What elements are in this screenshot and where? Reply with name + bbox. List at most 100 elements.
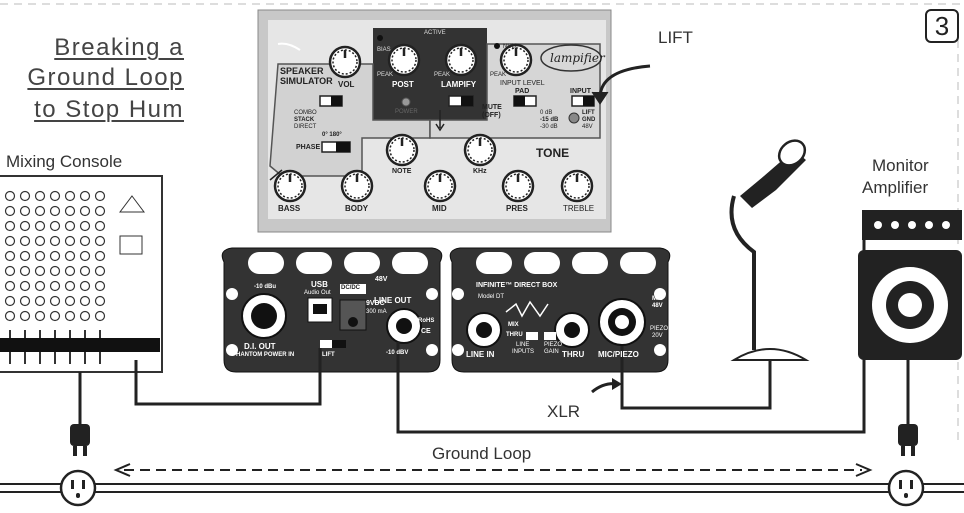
khz-label: KHz xyxy=(473,168,487,175)
thru-label: THRU xyxy=(562,350,584,359)
pres-knob[interactable] xyxy=(503,171,533,201)
body-label: BODY xyxy=(345,204,368,213)
gnd-led xyxy=(569,113,579,123)
console-knob xyxy=(66,207,75,216)
screw-icon xyxy=(452,344,464,356)
console-knob xyxy=(6,267,15,276)
dc-jack-inner xyxy=(348,317,358,327)
console-knob xyxy=(96,297,105,306)
console-knob xyxy=(6,207,15,216)
console-knob xyxy=(21,207,30,216)
di2-slot xyxy=(524,252,560,274)
di1-slot xyxy=(392,252,428,274)
console-knob xyxy=(66,282,75,291)
console-faders xyxy=(0,338,160,352)
console-knob xyxy=(81,222,90,231)
console-knob xyxy=(66,237,75,246)
note-knob[interactable] xyxy=(387,135,417,165)
console-knob xyxy=(36,252,45,261)
console-knob xyxy=(36,282,45,291)
di2-brand: INFINITE™ DIRECT BOX xyxy=(476,282,557,289)
title-line-1: Breaking a xyxy=(18,34,184,62)
input-level-label: INPUT LEVEL xyxy=(500,80,545,87)
lampify-knob[interactable] xyxy=(446,45,476,75)
console-knob xyxy=(96,237,105,246)
treble-knob[interactable] xyxy=(562,171,592,201)
console-knob xyxy=(51,222,60,231)
body-knob[interactable] xyxy=(342,171,372,201)
console-knob xyxy=(66,222,75,231)
vol-label: VOL xyxy=(338,80,354,89)
console-knob xyxy=(66,312,75,321)
console-knob xyxy=(96,282,105,291)
thru-jack-inner xyxy=(564,322,580,338)
console-knob xyxy=(6,237,15,246)
console-knob xyxy=(51,207,60,216)
line-in-label: LINE IN xyxy=(466,350,494,359)
console-knob xyxy=(6,222,15,231)
screw-icon xyxy=(426,344,438,356)
null-led xyxy=(494,43,500,49)
plug-icon xyxy=(898,424,918,456)
pres-label: PRES xyxy=(506,204,528,213)
mid-knob[interactable] xyxy=(425,171,455,201)
speaker-sim-label: SPEAKER xyxy=(280,66,324,76)
console-knob xyxy=(66,252,75,261)
console-knob xyxy=(81,312,90,321)
di2-slot xyxy=(476,252,512,274)
mic-piezo-center xyxy=(615,315,629,329)
console-knob xyxy=(36,312,45,321)
usb-label: USB xyxy=(311,280,328,289)
console-knob xyxy=(21,282,30,291)
console-knob xyxy=(21,192,30,201)
speaker-sim-label-2: SIMULATOR xyxy=(280,76,333,86)
combo-switch-knob xyxy=(331,96,342,106)
amp-knob xyxy=(891,221,899,229)
power-label: POWER xyxy=(395,109,418,115)
ce-label: CE xyxy=(421,328,431,335)
console-knob xyxy=(51,312,60,321)
di2-mix: MIX xyxy=(508,322,519,328)
di2-model: Model DT xyxy=(478,294,504,300)
mic48-label-2: 48V xyxy=(652,303,663,309)
mute-switch-knob xyxy=(461,96,473,106)
console-knob xyxy=(21,222,30,231)
mic-stand xyxy=(732,196,755,350)
tone-label: TONE xyxy=(536,146,569,160)
active-label: ACTIVE xyxy=(424,30,446,36)
gain-switch[interactable] xyxy=(544,332,556,340)
48v-label: 48V xyxy=(375,276,387,283)
power-line xyxy=(0,484,964,492)
mic48-label: MIC xyxy=(652,296,663,302)
outlet-icon xyxy=(61,471,95,505)
treble-label: TREBLE xyxy=(563,204,594,213)
piezo-label: PIEZO xyxy=(650,326,668,332)
300ma-text: 300 mA xyxy=(366,309,387,315)
ground-loop-label: Ground Loop xyxy=(432,444,531,464)
console-knob xyxy=(21,237,30,246)
pad-30db: -30 dB xyxy=(540,124,558,130)
rohs-label: RoHS xyxy=(418,318,434,324)
mute-label: MUTE xyxy=(482,104,502,111)
di2-line-inputs-2: INPUTS xyxy=(512,349,534,355)
vol-knob[interactable] xyxy=(330,47,360,77)
mix-switch[interactable] xyxy=(526,332,538,340)
console-knob xyxy=(36,207,45,216)
di1-xlr-inner xyxy=(251,303,277,329)
di1-level: -10 dBu xyxy=(254,284,276,290)
mixing-console-label: Mixing Console xyxy=(6,152,122,172)
lift-switch-knob xyxy=(332,340,346,348)
di1-lift: LIFT xyxy=(322,352,335,358)
khz-knob[interactable] xyxy=(465,135,495,165)
di1-slot xyxy=(248,252,284,274)
xlr-callout: XLR xyxy=(547,402,580,422)
console-knob xyxy=(81,297,90,306)
console-knob xyxy=(51,267,60,276)
di2-piezo-gain-2: GAIN xyxy=(544,349,559,355)
bias-label: BIAS xyxy=(377,47,391,53)
post-knob[interactable] xyxy=(389,45,419,75)
arrow-right-icon xyxy=(856,464,870,476)
bass-knob[interactable] xyxy=(275,171,305,201)
console-knob xyxy=(81,192,90,201)
